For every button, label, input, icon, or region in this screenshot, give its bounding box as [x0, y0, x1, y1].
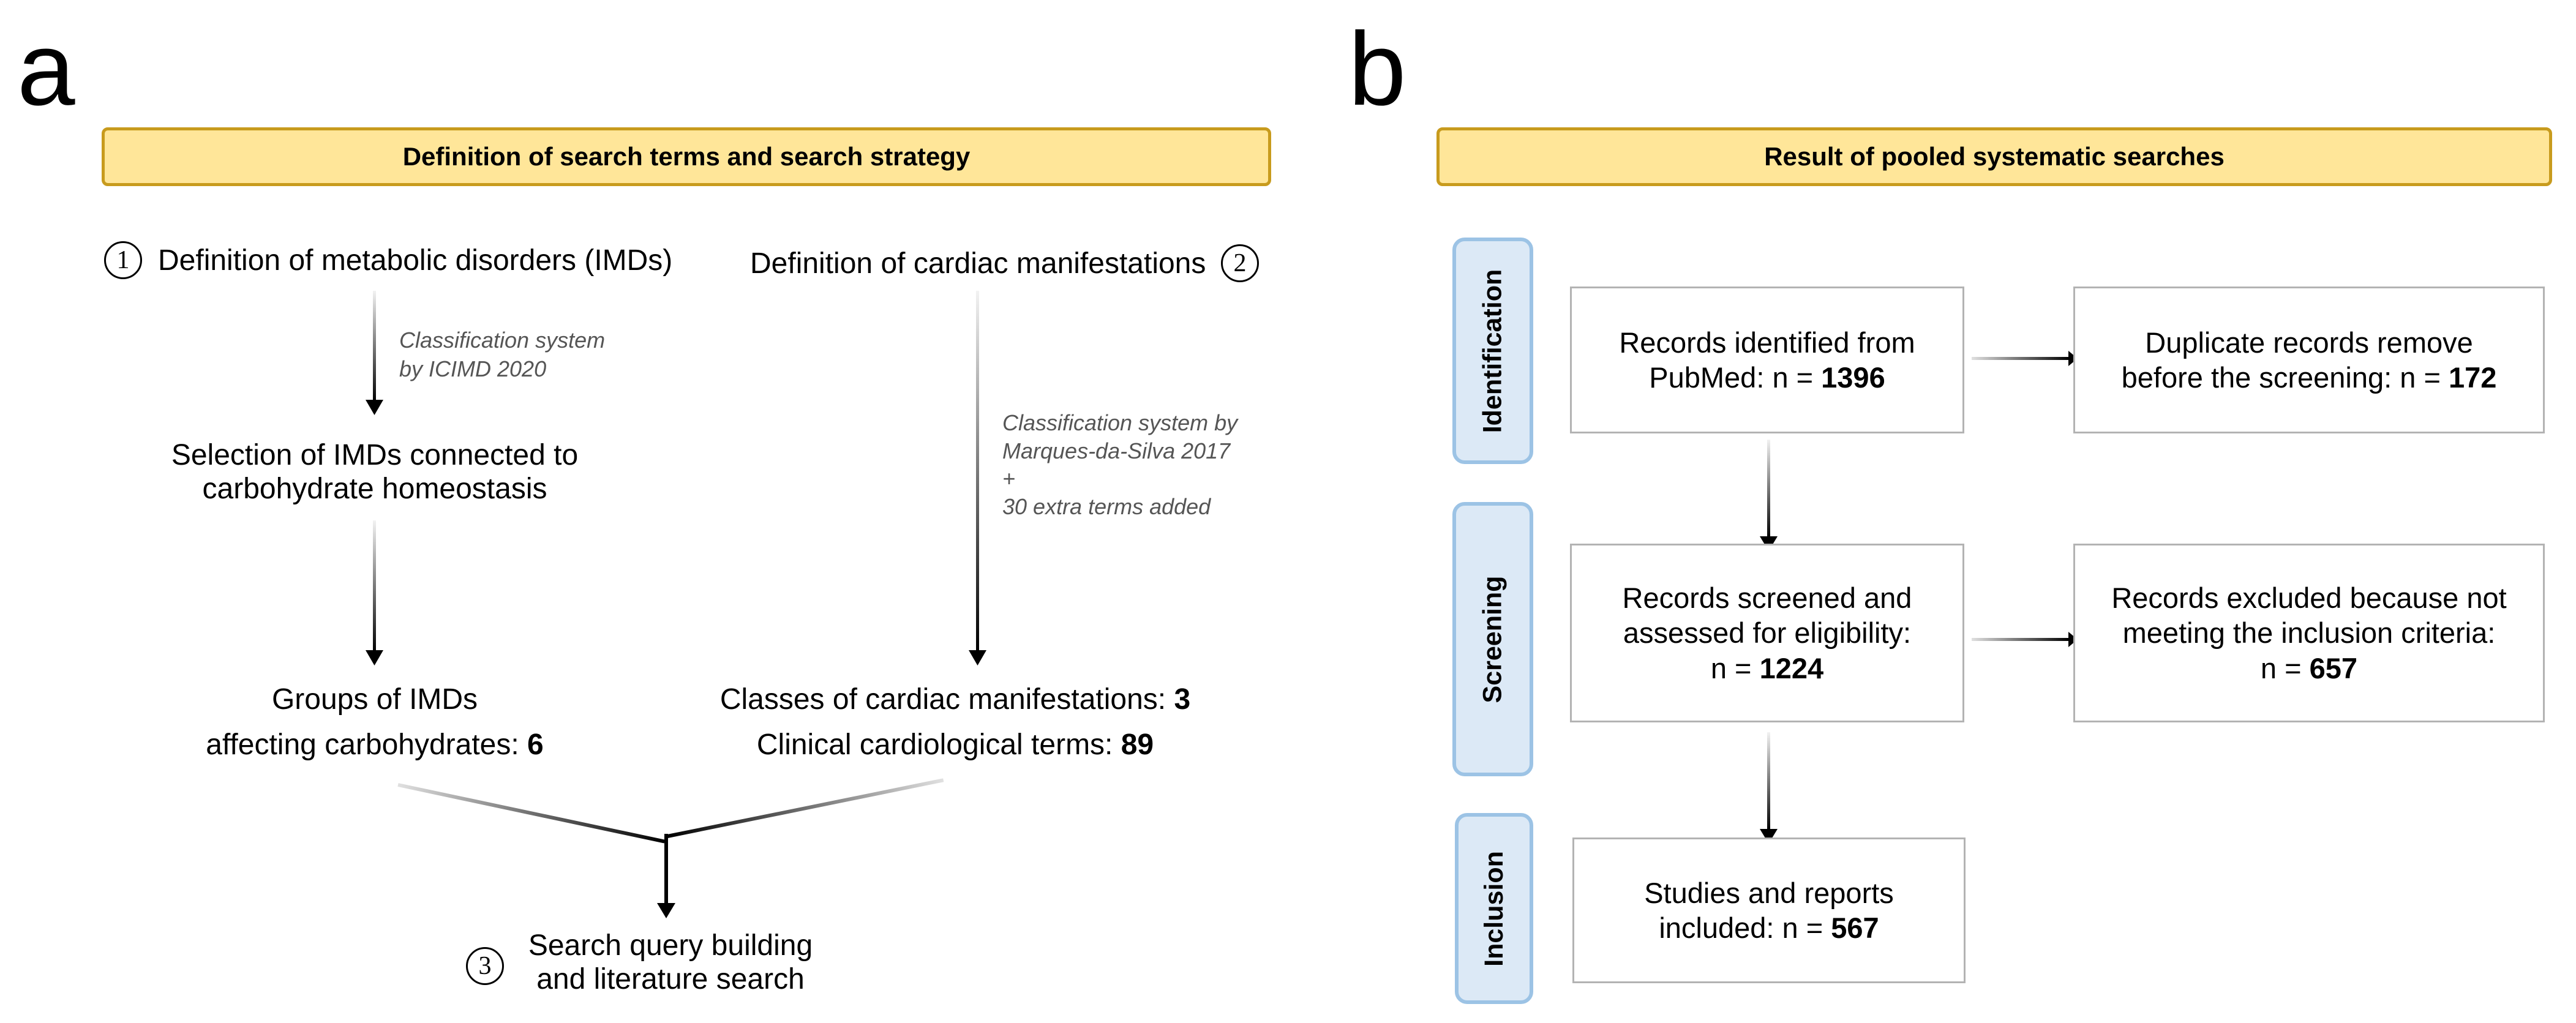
panel-b-header: Result of pooled systematic searches	[1436, 127, 2552, 186]
note-marques-line2: Marques-da-Silva 2017	[1002, 438, 1231, 463]
merge-arrow	[397, 778, 944, 918]
step-2-marker: 2	[1221, 244, 1259, 282]
stage-identification: Identification	[1452, 238, 1533, 464]
excluded-line2: meeting the inclusion criteria:	[2122, 616, 2496, 650]
box-records-identified: Records identified from PubMed: n = 1396	[1570, 287, 1964, 433]
groups-prefix: affecting carbohydrates:	[206, 729, 528, 762]
selection-line2: carbohydrate homeostasis	[202, 473, 547, 506]
classes-line: Classes of cardiac manifestations: 3	[680, 677, 1231, 722]
stage-identification-label: Identification	[1478, 269, 1508, 433]
screened-line3: n = 1224	[1623, 651, 1912, 686]
terms-line: Clinical cardiological terms: 89	[680, 722, 1231, 768]
identified-line2: PubMed: n = 1396	[1619, 360, 1915, 395]
arrow-screened-to-included	[1760, 732, 1778, 844]
duplicates-count: 172	[2448, 361, 2497, 394]
box-studies-included: Studies and reports included: n = 567	[1572, 838, 1966, 983]
selection-line1: Selection of IMDs connected to	[171, 439, 579, 471]
note-icimd-line1: Classification system	[399, 328, 606, 353]
step-2-number: 2	[1233, 249, 1247, 277]
step-3-number: 3	[478, 952, 492, 980]
stage-inclusion: Inclusion	[1455, 813, 1533, 1004]
groups-count: 6	[527, 729, 544, 762]
terms-count: 89	[1121, 729, 1154, 762]
box-records-excluded: Records excluded because not meeting the…	[2073, 544, 2545, 722]
excluded-line1: Records excluded because not	[2111, 582, 2507, 614]
identified-count: 1396	[1821, 361, 1885, 394]
step-3-marker: 3	[466, 947, 504, 985]
screened-count: 1224	[1759, 651, 1824, 684]
note-marques-line4: 30 extra terms added	[1002, 494, 1211, 520]
identified-line1: Records identified from	[1619, 326, 1915, 359]
panel-a-header-text: Definition of search terms and search st…	[402, 142, 971, 171]
panel-a-header: Definition of search terms and search st…	[102, 127, 1271, 186]
note-marques-line1: Classification system by	[1002, 410, 1238, 435]
step-3-line1: Search query building	[528, 929, 813, 962]
step-3-line2: and literature search	[536, 963, 805, 996]
screened-line2: assessed for eligibility:	[1623, 616, 1912, 650]
included-line2: included: n = 567	[1644, 910, 1894, 945]
step-1-number: 1	[116, 246, 130, 274]
panel-b-letter: b	[1348, 11, 1406, 127]
classes-prefix: Classes of cardiac manifestations:	[719, 683, 1174, 716]
excluded-count: 657	[2309, 651, 2358, 684]
arrow-identified-to-screened	[1760, 440, 1778, 551]
excluded-line3: n = 657	[2111, 651, 2506, 686]
duplicates-line1: Duplicate records remove	[2145, 326, 2473, 359]
groups-line2: affecting carbohydrates: 6	[130, 722, 620, 768]
arrow-imds-to-selection	[366, 291, 383, 415]
groups-line1: Groups of IMDs	[271, 683, 478, 716]
stage-screening-label: Screening	[1478, 575, 1508, 703]
arrow-identified-to-duplicates	[1972, 351, 2078, 366]
included-count: 567	[1831, 912, 1879, 944]
terms-prefix: Clinical cardiological terms:	[756, 729, 1121, 762]
step-2-label: Definition of cardiac manifestations	[750, 247, 1206, 280]
duplicates-line2: before the screening: n = 172	[2122, 360, 2497, 395]
stage-inclusion-label: Inclusion	[1479, 850, 1509, 967]
screened-line1: Records screened and	[1622, 582, 1912, 614]
included-line1: Studies and reports	[1644, 876, 1894, 909]
panel-a-letter: a	[17, 11, 75, 127]
step-3-text: Search query building and literature sea…	[490, 929, 851, 996]
note-marques: Classification system by Marques-da-Silv…	[1002, 409, 1237, 521]
excluded-prefix: n =	[2260, 651, 2310, 684]
screened-prefix: n =	[1710, 651, 1760, 684]
box-records-screened: Records screened and assessed for eligib…	[1570, 544, 1964, 722]
arrow-selection-to-groups	[366, 520, 383, 665]
step-1-marker: 1	[104, 241, 142, 279]
classes-count: 3	[1174, 683, 1191, 716]
selection-text: Selection of IMDs connected to carbohydr…	[130, 438, 620, 506]
note-icimd: Classification system by ICIMD 2020	[399, 326, 605, 384]
cardiac-counts-text: Classes of cardiac manifestations: 3 Cli…	[680, 677, 1231, 768]
note-icimd-line2: by ICIMD 2020	[399, 356, 547, 381]
arrow-cardiac-to-classes	[969, 291, 986, 665]
box-duplicates-removed: Duplicate records remove before the scre…	[2073, 287, 2545, 433]
note-marques-line3: +	[1002, 466, 1016, 492]
included-prefix: included: n =	[1659, 912, 1831, 944]
duplicates-prefix: before the screening: n =	[2121, 361, 2449, 394]
arrow-screened-to-excluded	[1972, 632, 2078, 647]
identified-prefix: PubMed: n =	[1649, 361, 1822, 394]
panel-b-header-text: Result of pooled systematic searches	[1764, 142, 2225, 171]
step-1-label: Definition of metabolic disorders (IMDs)	[158, 244, 673, 277]
groups-text: Groups of IMDs affecting carbohydrates: …	[130, 677, 620, 768]
stage-screening: Screening	[1452, 502, 1533, 776]
